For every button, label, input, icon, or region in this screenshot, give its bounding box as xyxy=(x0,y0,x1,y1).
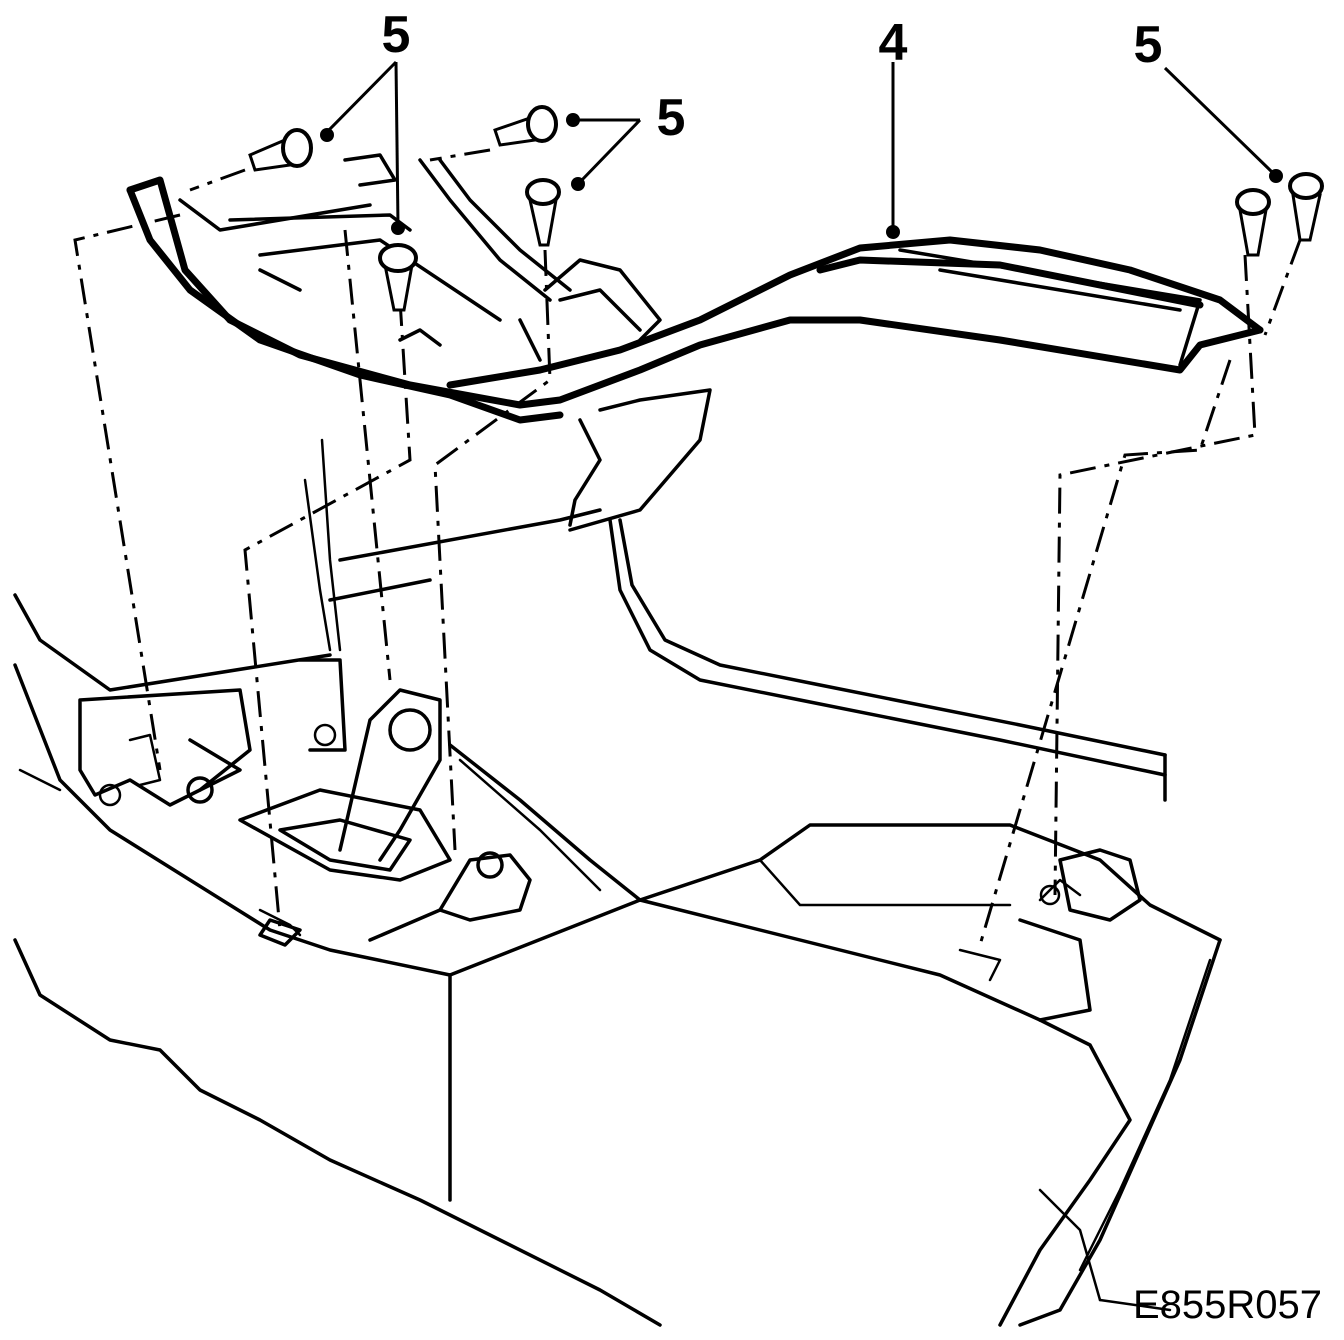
screw-5 xyxy=(1235,188,1271,257)
alignment-lines xyxy=(73,148,1302,946)
shifter-area xyxy=(238,688,642,942)
screw-2 xyxy=(493,105,558,147)
callout-label-screw-middle: 5 xyxy=(657,89,686,147)
left-bracket xyxy=(78,658,347,947)
figure-reference-code: E855R057 xyxy=(1133,1283,1322,1327)
lower-right-bracket xyxy=(958,848,1142,1022)
callout-leaders xyxy=(320,60,1283,239)
pillar-lines xyxy=(303,438,602,652)
screw-6 xyxy=(1288,172,1324,242)
callout-label-screw-top-right: 5 xyxy=(1134,16,1163,74)
callout-label-console-trim: 4 xyxy=(879,14,908,72)
screw-4 xyxy=(378,243,418,312)
callout-label-screw-top-left: 5 xyxy=(382,6,411,64)
console-trim-panel xyxy=(126,153,1264,527)
screw-3 xyxy=(525,178,561,247)
screw-1 xyxy=(248,128,313,172)
right-side-panel xyxy=(568,388,1167,802)
lower-console-body xyxy=(13,593,1222,1327)
